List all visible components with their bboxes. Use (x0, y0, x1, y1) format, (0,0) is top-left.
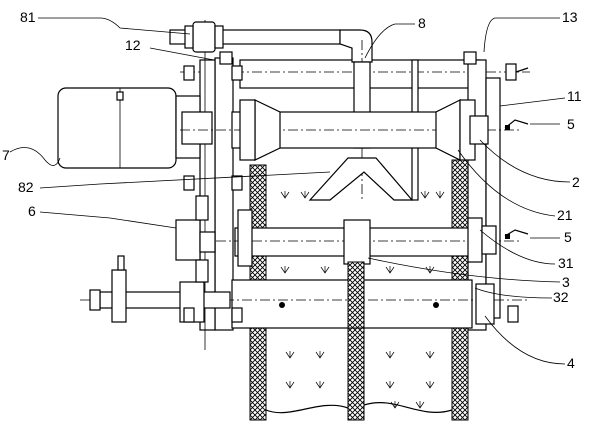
flow-mark (420, 191, 430, 199)
label-32: 32 (553, 289, 569, 305)
flow-mark (280, 191, 290, 199)
label-11: 11 (567, 88, 582, 104)
label-2: 2 (572, 174, 580, 190)
middle-roller (175, 209, 520, 267)
flow-mark (390, 401, 400, 409)
label-31: 31 (558, 255, 574, 271)
label-21: 21 (557, 207, 573, 223)
upper-roller (180, 99, 520, 161)
label-81: 81 (20, 9, 36, 25)
motor (57, 87, 213, 169)
flow-mark (425, 381, 435, 389)
label-5-upper: 5 (567, 116, 575, 132)
leader-lines (9, 17, 571, 365)
bolts (183, 51, 529, 323)
label-4: 4 (567, 355, 575, 371)
flow-mark (280, 266, 290, 274)
label-7: 7 (2, 147, 10, 163)
flow-mark (285, 381, 295, 389)
label-6: 6 (28, 203, 36, 219)
flow-mark (435, 191, 445, 199)
flow-mark (315, 351, 325, 359)
flow-mark (300, 191, 310, 199)
flow-mark (415, 401, 425, 409)
flow-mark (285, 351, 295, 359)
label-13: 13 (562, 9, 578, 25)
label-12: 12 (125, 37, 141, 53)
flow-mark (315, 381, 325, 389)
flow-mark (385, 381, 395, 389)
label-5-lower: 5 (564, 229, 572, 245)
label-3: 3 (562, 274, 570, 290)
flow-mark (385, 351, 395, 359)
flow-mark (320, 266, 330, 274)
part-labels: 81 8 13 12 11 5 7 2 82 21 6 5 31 3 32 4 (2, 9, 582, 371)
flow-mark (385, 266, 395, 274)
label-8: 8 (418, 15, 426, 31)
flow-mark (425, 351, 435, 359)
label-82: 82 (18, 179, 34, 195)
